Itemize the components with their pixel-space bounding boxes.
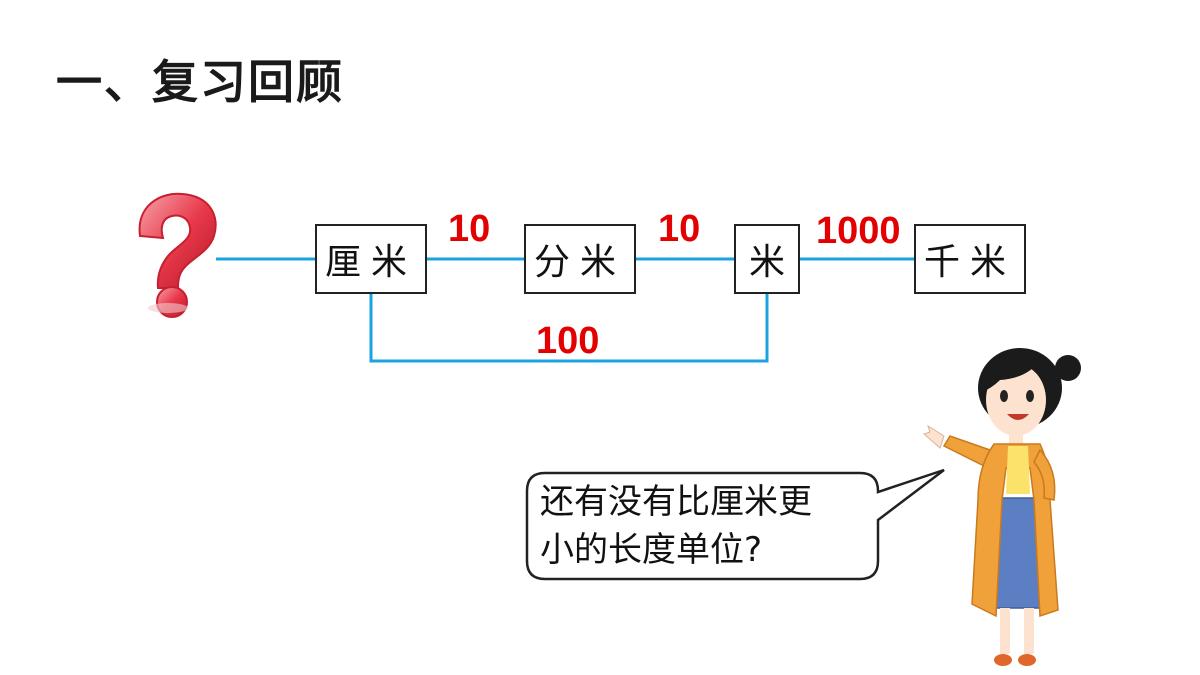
line-cm-m-bracket — [369, 293, 769, 363]
rate-m-km: 1000 — [816, 210, 901, 252]
rate-dm-m: 10 — [658, 208, 701, 250]
rate-cm-dm: 10 — [448, 208, 491, 250]
rate-cm-m: 100 — [536, 320, 600, 362]
unit-box-decimeter: 分米 — [524, 224, 636, 294]
unit-box-centimeter: 厘米 — [315, 224, 427, 294]
page-title: 一、复习回顾 — [56, 55, 344, 109]
unit-box-kilometer: 千米 — [914, 224, 1026, 294]
speech-text: 还有没有比厘米更 小的长度单位? — [540, 478, 870, 574]
speech-line-1: 还有没有比厘米更 — [540, 482, 812, 522]
unit-box-meter: 米 — [734, 224, 800, 294]
speech-line-2: 小的长度单位? — [540, 530, 763, 570]
